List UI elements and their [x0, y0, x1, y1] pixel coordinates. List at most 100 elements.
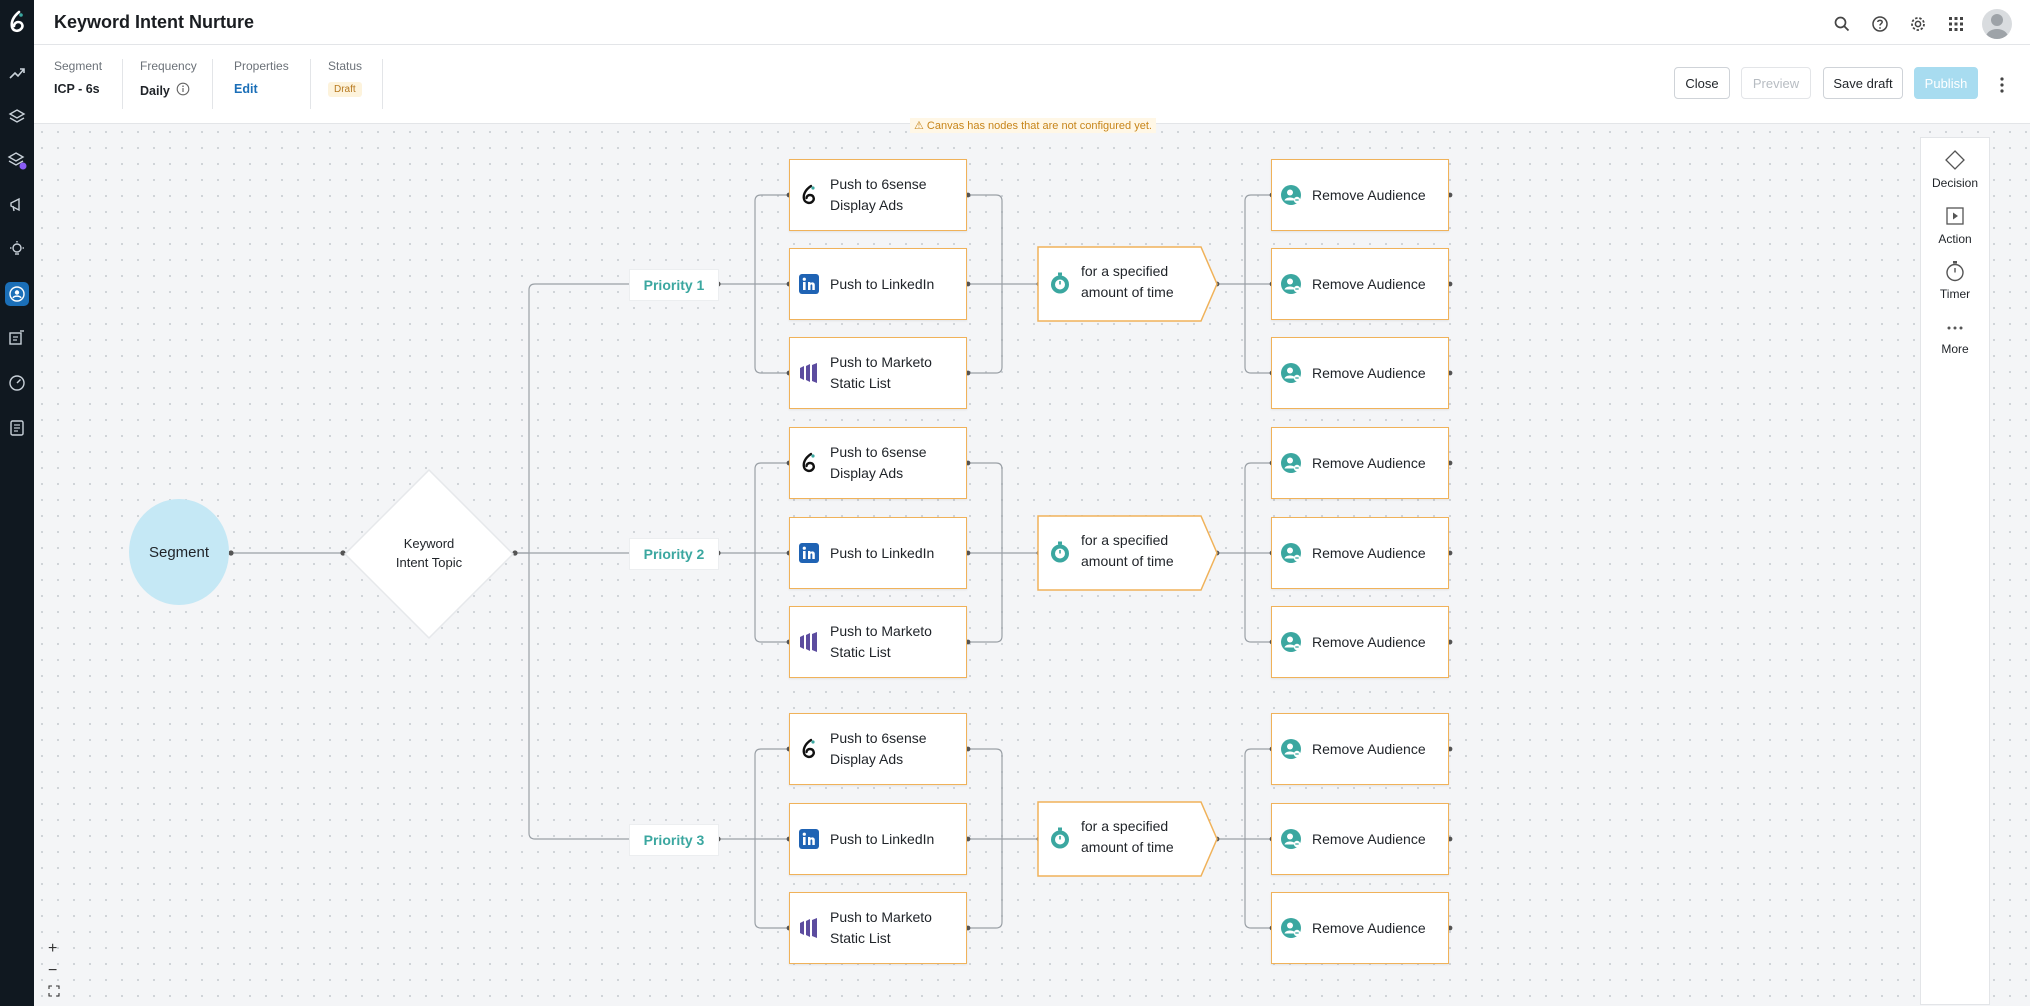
analytics-trend-icon[interactable] — [5, 62, 29, 86]
remove-audience-icon — [1280, 452, 1302, 474]
zoom-out-button[interactable]: − — [48, 962, 58, 979]
top-bar: Keyword Intent Nurture — [34, 0, 2030, 45]
action-label-line2: Static List — [830, 375, 891, 391]
remove-audience-node[interactable]: Remove Audience — [1271, 892, 1449, 964]
action-label-line2: Display Ads — [830, 197, 904, 213]
priority-node-1[interactable]: Priority 1 — [629, 269, 719, 301]
action-label-line1: Push to 6sense — [830, 444, 927, 460]
page-title: Keyword Intent Nurture — [54, 12, 255, 32]
remove-audience-label: Remove Audience — [1312, 365, 1426, 381]
zoom-in-button[interactable]: + — [48, 940, 58, 957]
sixsense-icon — [798, 738, 820, 760]
remove-audience-node[interactable]: Remove Audience — [1271, 159, 1449, 231]
frequency-label: Frequency — [140, 59, 197, 73]
action-label-line1: Push to LinkedIn — [830, 276, 935, 292]
remove-audience-icon — [1280, 631, 1302, 653]
remove-audience-node[interactable]: Remove Audience — [1271, 803, 1449, 875]
priority-node-2[interactable]: Priority 2 — [629, 538, 719, 570]
avatar[interactable] — [1982, 9, 2012, 39]
timer-label-line2: amount of time — [1081, 839, 1174, 855]
properties-meta: Properties Edit — [234, 59, 289, 96]
preview-button[interactable]: Preview — [1741, 67, 1811, 99]
journey-meta-bar: Segment ICP - 6s Frequency Daily Propert… — [34, 45, 2030, 124]
lightbulb-icon[interactable] — [5, 237, 29, 261]
palette-more[interactable]: More — [1921, 314, 1989, 356]
sixsense-icon — [798, 184, 820, 206]
remove-audience-icon — [1280, 917, 1302, 939]
action-label-line2: Static List — [830, 930, 891, 946]
segment-node[interactable]: Segment — [129, 499, 229, 605]
timer-label-line2: amount of time — [1081, 553, 1174, 569]
info-icon[interactable] — [176, 82, 190, 99]
apps-grid-icon[interactable] — [1944, 12, 1968, 36]
document-icon[interactable] — [5, 416, 29, 440]
palette-action[interactable]: Action — [1921, 204, 1989, 246]
remove-audience-icon — [1280, 273, 1302, 295]
palette-decision-label: Decision — [1931, 176, 1979, 190]
gear-icon[interactable] — [1906, 12, 1930, 36]
megaphone-icon[interactable] — [5, 193, 29, 217]
remove-audience-label: Remove Audience — [1312, 276, 1426, 292]
action-node-linkedin[interactable]: Push to LinkedIn — [789, 248, 967, 320]
remove-audience-icon — [1280, 828, 1302, 850]
palette-timer-label: Timer — [1939, 287, 1971, 301]
remove-audience-node[interactable]: Remove Audience — [1271, 248, 1449, 320]
timer-label-line1: for a specified — [1081, 532, 1169, 548]
help-icon[interactable] — [1868, 12, 1892, 36]
play-icon — [1943, 204, 1967, 228]
remove-audience-label: Remove Audience — [1312, 545, 1426, 561]
remove-audience-node[interactable]: Remove Audience — [1271, 713, 1449, 785]
marketo-icon — [798, 631, 820, 653]
action-label-line1: Push to 6sense — [830, 730, 927, 746]
remove-audience-label: Remove Audience — [1312, 455, 1426, 471]
flow-canvas[interactable] — [34, 124, 2030, 1006]
action-label-line1: Push to LinkedIn — [830, 831, 935, 847]
palette-decision[interactable]: Decision — [1921, 148, 1989, 190]
status-label: Status — [328, 59, 363, 73]
action-node-linkedin[interactable]: Push to LinkedIn — [789, 803, 967, 875]
canvas-warning: ⚠ Canvas has nodes that are not configur… — [910, 118, 1156, 133]
properties-label: Properties — [234, 59, 289, 73]
palette-timer[interactable]: Timer — [1921, 259, 1989, 301]
action-label-line2: Display Ads — [830, 465, 904, 481]
palette-more-label: More — [1941, 342, 1969, 356]
remove-audience-icon — [1280, 362, 1302, 384]
layers-badge-icon[interactable] — [5, 149, 29, 173]
remove-audience-node[interactable]: Remove Audience — [1271, 337, 1449, 409]
app-logo-icon[interactable] — [6, 10, 28, 34]
timer-node-2[interactable]: for a specified amount of time — [1037, 515, 1219, 591]
search-icon[interactable] — [1830, 12, 1854, 36]
reports-edit-icon[interactable] — [5, 326, 29, 350]
stopwatch-icon — [1048, 826, 1072, 850]
remove-audience-icon — [1280, 542, 1302, 564]
stopwatch-icon — [1048, 271, 1072, 295]
decision-label-line2: Intent Topic — [395, 555, 463, 570]
more-options-icon[interactable] — [1996, 75, 2008, 95]
edit-properties-link[interactable]: Edit — [234, 82, 258, 96]
publish-button[interactable]: Publish — [1914, 67, 1978, 99]
action-node-linkedin[interactable]: Push to LinkedIn — [789, 517, 967, 589]
stopwatch-icon — [1048, 540, 1072, 564]
remove-audience-node[interactable]: Remove Audience — [1271, 427, 1449, 499]
segment-value: ICP - 6s — [54, 82, 100, 96]
save-draft-button[interactable]: Save draft — [1823, 67, 1903, 99]
layers-icon[interactable] — [5, 105, 29, 129]
frequency-value: Daily — [140, 83, 170, 98]
fit-view-icon[interactable] — [48, 982, 60, 1004]
priority-node-3[interactable]: Priority 3 — [629, 824, 719, 856]
action-label-line1: Push to Marketo — [830, 909, 932, 925]
remove-audience-node[interactable]: Remove Audience — [1271, 606, 1449, 678]
close-button[interactable]: Close — [1674, 67, 1730, 99]
remove-audience-node[interactable]: Remove Audience — [1271, 517, 1449, 589]
gauge-icon[interactable] — [5, 371, 29, 395]
orchestration-icon[interactable] — [5, 282, 29, 306]
